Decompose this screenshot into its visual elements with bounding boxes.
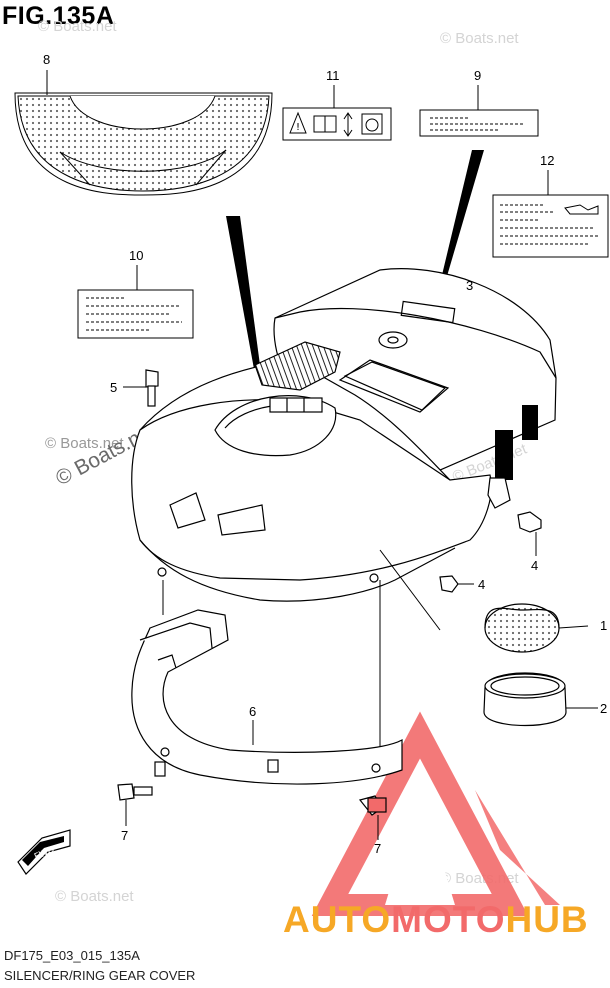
leader-lines: [162, 549, 441, 755]
callout-7: 7: [121, 828, 128, 843]
watermark: © Boats.net: [440, 30, 519, 47]
part-8-label-decal: [14, 70, 273, 196]
callout-6: 6: [249, 704, 256, 719]
callout-12: 12: [540, 153, 554, 168]
part-12-oil-label: [492, 170, 609, 258]
callout-4: 4: [531, 558, 538, 573]
callout-3: 3: [466, 278, 473, 293]
callout-1: 1: [600, 618, 607, 633]
part-10-label: [77, 265, 194, 339]
brand-part-moto: MOTO: [391, 899, 506, 940]
watermark: © Boats.net: [55, 888, 134, 905]
callout-8: 8: [43, 52, 50, 67]
fwd-direction-arrow: FWD: [17, 829, 71, 875]
callout-4: 4: [478, 577, 485, 592]
pointer-wedge: [226, 216, 262, 380]
brand-wordmark: AUTOMOTOHUB: [283, 899, 589, 941]
figure-description: SILENCER/RING GEAR COVER: [4, 968, 196, 983]
brand-part-hub: HUB: [505, 899, 589, 940]
part-6-ring-gear-cover: [131, 609, 403, 785]
callout-2: 2: [600, 701, 607, 716]
part-5-bolt: [123, 369, 159, 407]
callout-9: 9: [474, 68, 481, 83]
callout-7: 7: [374, 841, 381, 856]
callout-11: 11: [326, 68, 340, 83]
part-4-bolt: [517, 511, 542, 556]
part-3-silencer-cover: [131, 268, 557, 602]
part-7-bolt: [117, 783, 153, 826]
part-9-label: [419, 85, 539, 137]
part-2-ring-seal: [483, 672, 598, 726]
brand-part-auto: AUTO: [283, 899, 392, 940]
part-11-warning-label: !: [282, 85, 392, 141]
figure-code: DF175_E03_015_135A: [4, 948, 140, 963]
part-1-mesh-filter: [484, 603, 589, 653]
watermark: © Boats.net: [45, 435, 124, 452]
figure-title: FIG.135A: [2, 2, 115, 30]
svg-text:!: !: [296, 122, 300, 133]
callout-10: 10: [129, 248, 143, 263]
part-4-bolt: [439, 575, 474, 593]
watermark: © Boats.net: [38, 18, 117, 35]
pointer-wedge: [436, 150, 484, 300]
callout-5: 5: [110, 380, 117, 395]
brand-logo-triangle: [311, 711, 560, 916]
part-7-bolt: [358, 795, 387, 840]
